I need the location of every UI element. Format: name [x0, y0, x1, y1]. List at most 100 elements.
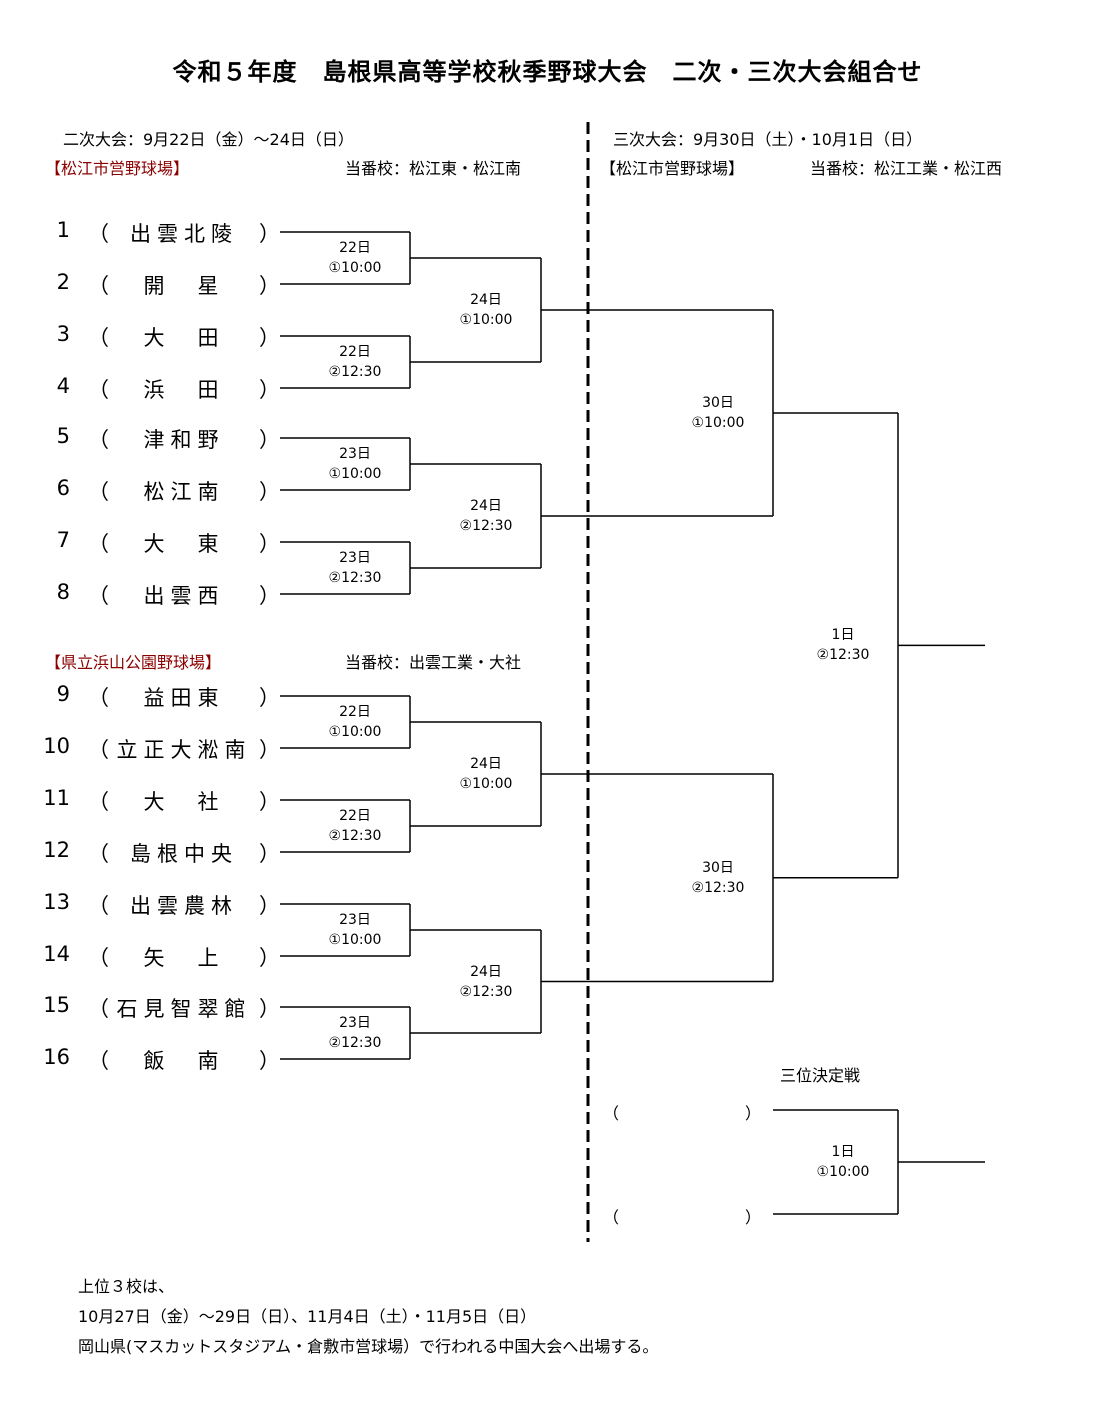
match-day: 23日 [339, 1015, 371, 1031]
venue-hamayama-label: 【県立浜山公園野球場】 [45, 653, 222, 672]
match-day: 22日 [339, 344, 371, 360]
team-name: 松江南 [143, 480, 225, 504]
third-place-label: 三位決定戦 [780, 1066, 861, 1085]
match-time: ②12:30 [459, 518, 513, 534]
team-entry: （松江南） [88, 476, 280, 506]
team-entry: （大 田） [88, 322, 280, 352]
team-name: 立正大淞南 [116, 738, 252, 762]
team-entry: （飯 南） [88, 1045, 280, 1075]
round1-schedule: 22日 ①10:00 [305, 702, 405, 742]
team-entry: （大 東） [88, 528, 280, 558]
team-number: 14 [43, 942, 70, 966]
team-number: 10 [43, 734, 70, 758]
third-place-slot-close-2: ） [745, 1208, 762, 1227]
match-time: ①10:00 [328, 932, 382, 948]
team-name: 出雲北陵 [130, 222, 238, 246]
match-day: 24日 [470, 756, 502, 772]
match-day: 30日 [702, 859, 734, 876]
match-time: ①10:00 [328, 260, 382, 276]
third-place-slot-open-2: （ [603, 1208, 620, 1227]
match-day: 22日 [339, 240, 371, 256]
team-number: 6 [56, 476, 70, 500]
match-day: 30日 [702, 395, 734, 411]
team-entry: （浜 田） [88, 374, 280, 404]
match-day: 23日 [339, 912, 371, 928]
match-time: ②12:30 [691, 879, 745, 896]
round1-schedule: 23日 ①10:00 [305, 910, 405, 950]
match-day: 24日 [470, 292, 502, 308]
team-entry: （出雲北陵） [88, 218, 280, 248]
team-name: 石見智翠館 [116, 997, 252, 1021]
team-name: 大 社 [143, 790, 225, 814]
note-line-1: 上位３校は、 [78, 1277, 175, 1296]
round1-schedule: 22日 ①10:00 [305, 238, 405, 278]
team-number: 11 [43, 786, 70, 810]
team-entry: （大 社） [88, 786, 280, 816]
team-entry: （開 星） [88, 270, 280, 300]
team-entry: （出雲農林） [88, 890, 280, 920]
venue-matsue-label: 【松江市営野球場】 [45, 159, 190, 178]
team-entry: （立正大淞南） [88, 734, 280, 764]
team-name: 矢 上 [143, 946, 225, 970]
note-line-3: 岡山県(マスカットスタジアム・倉敷市営球場）で行われる中国大会へ出場する。 [78, 1337, 659, 1356]
team-name: 島根中央 [130, 842, 238, 866]
second-round-header: 二次大会：9月22日（金）～24日（日） [63, 130, 354, 149]
team-entry: （出雲西） [88, 580, 280, 610]
team-entry: （津和野） [88, 424, 280, 454]
duty-school-matsue: 当番校：松江東・松江南 [345, 159, 522, 178]
third-place-slot-close-1: ） [745, 1104, 762, 1123]
round2-schedule: 24日 ①10:00 [436, 290, 536, 330]
round1-schedule: 23日 ①10:00 [305, 444, 405, 484]
note-line-2: 10月27日（金）～29日（日）、11月4日（土）・11月5日（日） [78, 1307, 537, 1326]
team-number: 16 [43, 1045, 70, 1069]
team-name: 浜 田 [143, 378, 225, 402]
team-number: 12 [43, 838, 70, 862]
match-time: ②12:30 [328, 570, 382, 586]
match-time: ①10:00 [459, 776, 513, 792]
round1-schedule: 22日 ②12:30 [305, 342, 405, 382]
match-time: ②12:30 [816, 647, 870, 664]
venue-third-round: 【松江市営野球場】 [600, 159, 745, 178]
page-title: 令和５年度 島根県高等学校秋季野球大会 二次・三次大会組合せ [172, 58, 923, 86]
team-name: 開 星 [143, 274, 225, 298]
round2-schedule: 24日 ②12:30 [436, 496, 536, 536]
third-round-header: 三次大会：9月30日（土）・10月1日（日） [613, 130, 923, 149]
match-time: ②12:30 [328, 364, 382, 380]
team-number: 9 [56, 682, 70, 706]
team-entry: （石見智翠館） [88, 993, 280, 1023]
team-name: 津和野 [143, 428, 225, 452]
match-day: 22日 [339, 704, 371, 720]
match-time: ①10:00 [328, 724, 382, 740]
team-name: 大 田 [143, 326, 225, 350]
semifinal-schedule: 30日 ①10:00 [668, 393, 768, 433]
team-entry: （島根中央） [88, 838, 280, 868]
team-number: 13 [43, 890, 70, 914]
match-day: 24日 [470, 963, 502, 980]
final-schedule: 1日 ②12:30 [793, 625, 893, 665]
match-day: 24日 [470, 498, 502, 514]
team-name: 益田東 [143, 686, 225, 710]
round2-schedule: 24日 ①10:00 [436, 754, 536, 794]
match-day: 23日 [339, 550, 371, 566]
team-number: 15 [43, 993, 70, 1017]
match-day: 23日 [339, 446, 371, 462]
round1-schedule: 23日 ②12:30 [305, 548, 405, 588]
match-day: 1日 [831, 627, 855, 644]
match-time: ①10:00 [816, 1164, 870, 1180]
team-number: 8 [56, 580, 70, 604]
match-time: ①10:00 [691, 415, 745, 431]
duty-school-third-round: 当番校：松江工業・松江西 [810, 159, 1003, 178]
match-time: ①10:00 [459, 312, 513, 328]
match-day: 22日 [339, 808, 371, 824]
third-place-slot-open-1: （ [603, 1104, 620, 1123]
team-name: 大 東 [143, 532, 225, 556]
match-time: ①10:00 [328, 466, 382, 482]
team-name: 飯 南 [143, 1049, 225, 1073]
team-number: 3 [56, 322, 70, 346]
semifinal-schedule: 30日 ②12:30 [668, 858, 768, 898]
